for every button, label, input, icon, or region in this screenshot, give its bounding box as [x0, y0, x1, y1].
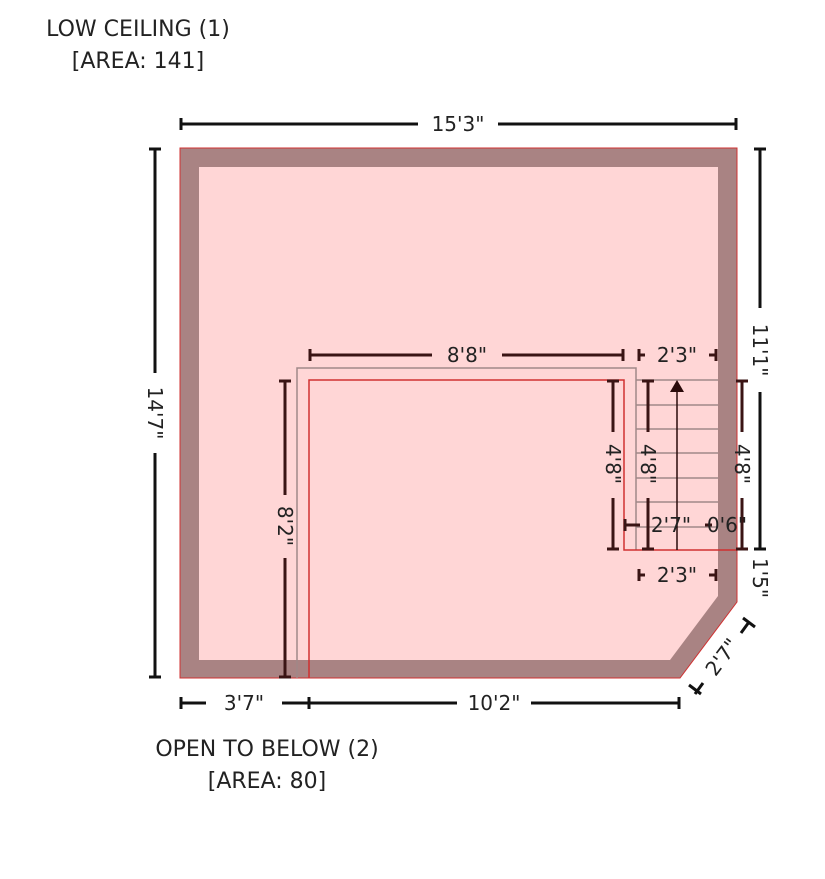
dim-bottom-left: 3'7" [179, 691, 311, 715]
svg-text:10'2": 10'2" [468, 691, 521, 715]
svg-text:4'8": 4'8" [601, 444, 625, 484]
dim-stair-mid: 4'8" [636, 379, 660, 551]
svg-text:8'8": 8'8" [447, 343, 487, 367]
svg-text:2'3": 2'3" [657, 563, 697, 587]
room-area-low-ceiling: [AREA: 141] [72, 49, 204, 74]
stairs [636, 379, 718, 550]
dim-stair-right: 4'8" [730, 379, 754, 551]
opening-rail [296, 367, 637, 678]
svg-text:8'2": 8'2" [273, 506, 297, 546]
svg-text:2'7": 2'7" [651, 513, 691, 537]
dim-right-upper: 11'1" [748, 147, 772, 551]
svg-text:3'7": 3'7" [224, 691, 264, 715]
dim-top-width: 15'3" [179, 112, 738, 136]
svg-text:1'5": 1'5" [748, 558, 772, 598]
dim-landing-width: 2'7" [623, 513, 691, 537]
svg-text:11'1": 11'1" [748, 324, 772, 377]
floor-area [199, 167, 718, 660]
room-area-open-to-below: [AREA: 80] [208, 769, 326, 794]
dim-stair-width-top: 2'3" [637, 343, 718, 367]
dim-opening-height: 8'2" [273, 379, 297, 679]
room-name-low-ceiling: LOW CEILING (1) [46, 17, 230, 42]
dim-left-height: 14'7" [143, 147, 167, 679]
svg-text:2'3": 2'3" [657, 343, 697, 367]
dim-landing-gap: 0'6" [705, 513, 747, 537]
dim-right-lower: 1'5" [748, 558, 772, 598]
dim-opening-width: 8'8" [308, 343, 625, 367]
room-name-open-to-below: OPEN TO BELOW (2) [155, 737, 378, 762]
dim-stair-width-bottom: 2'3" [637, 563, 718, 587]
svg-text:15'3": 15'3" [432, 112, 485, 136]
svg-text:4'8": 4'8" [730, 444, 754, 484]
dim-bottom-right: 10'2" [309, 691, 681, 715]
stair-arrow-head [670, 380, 684, 392]
svg-text:0'6": 0'6" [707, 513, 747, 537]
svg-text:14'7": 14'7" [143, 387, 167, 440]
opening-boundary [308, 379, 737, 678]
dim-stair-left: 4'8" [601, 379, 625, 551]
svg-text:4'8": 4'8" [636, 444, 660, 484]
